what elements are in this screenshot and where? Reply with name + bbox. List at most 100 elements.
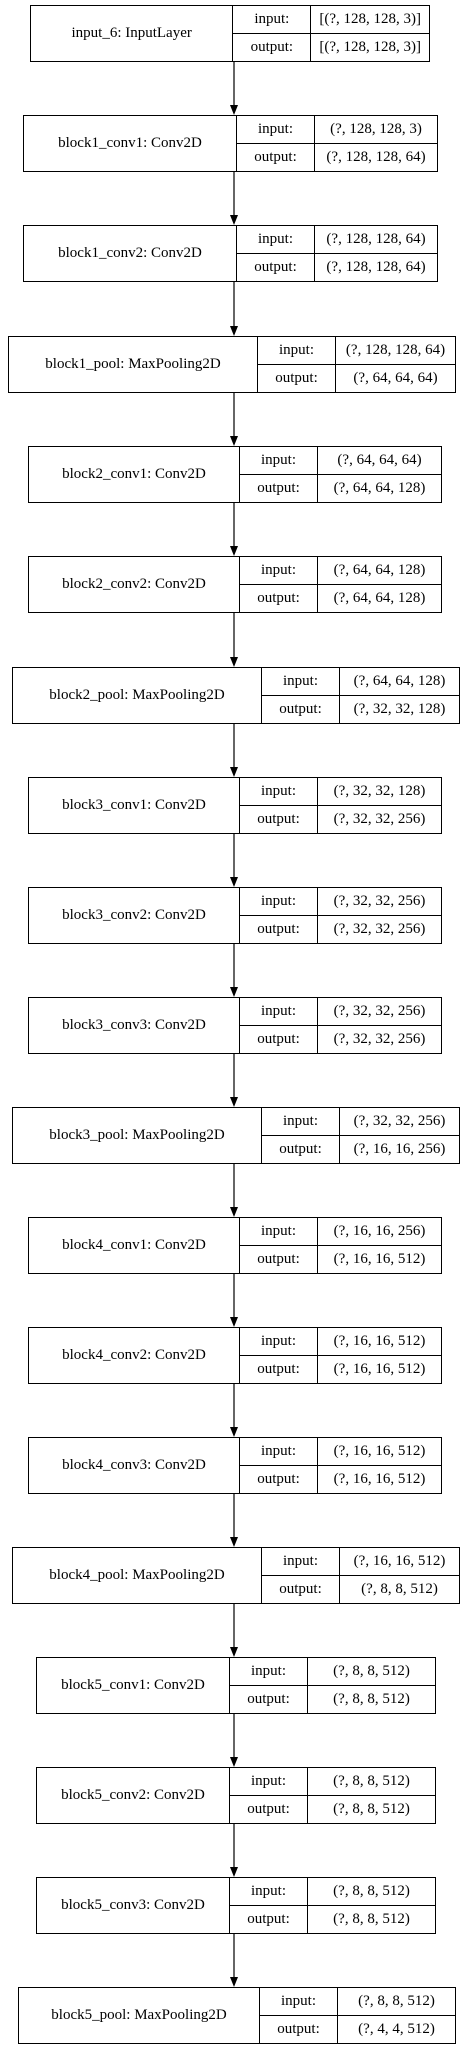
input-shape: (?, 64, 64, 128) [318,557,441,585]
layer-name: block5_conv1: Conv2D [37,1658,230,1713]
output-label: output: [233,33,312,61]
edge-arrowhead [230,1757,238,1767]
input-shape: (?, 128, 128, 64) [315,226,437,254]
output-shape: (?, 8, 8, 512) [333,1800,410,1817]
input-label: input: [240,557,318,585]
layer-name: block5_conv2: Conv2D [37,1768,230,1823]
output-label: output: [240,1245,318,1273]
edge-arrowhead [230,877,238,887]
output-shape: (?, 64, 64, 128) [333,589,426,606]
input-shape: (?, 32, 32, 128) [318,778,441,806]
output-shape: (?, 32, 32, 128) [353,700,446,717]
input-label: input: [233,6,312,34]
layer-name: block4_conv1: Conv2D [29,1218,240,1273]
input-shape: (?, 128, 128, 3) [315,116,437,144]
layer-name: block3_conv1: Conv2D [29,778,240,833]
edge-arrowhead [230,1207,238,1217]
input-shape: (?, 32, 32, 256) [318,998,441,1026]
layer-name: block3_pool: MaxPooling2D [13,1108,262,1163]
output-shape: (?, 16, 16, 512) [333,1360,426,1377]
output-shape: (?, 8, 8, 512) [333,1910,410,1927]
layer-name: block2_conv1: Conv2D [29,447,240,502]
input-label: input: [262,668,340,696]
input-shape: (?, 8, 8, 512) [308,1768,435,1796]
edge-arrowhead [230,657,238,667]
input-label: input: [240,1218,318,1246]
layer-name: block1_conv2: Conv2D [24,226,237,281]
input-label: input: [240,778,318,806]
edge-arrowhead [230,546,238,556]
input-shape: (?, 128, 128, 64) [336,337,455,365]
output-shape: (?, 32, 32, 256) [333,810,426,827]
input-label: input: [240,1328,318,1356]
input-label: input: [262,1108,340,1136]
edge-arrowhead [230,1867,238,1877]
output-shape: (?, 16, 16, 256) [353,1140,446,1157]
output-shape: [(?, 128, 128, 3)] [319,38,421,55]
input-shape: (?, 32, 32, 256) [340,1108,459,1136]
output-label: output: [240,805,318,833]
layer-name: block2_pool: MaxPooling2D [13,668,262,723]
output-shape: (?, 128, 128, 64) [326,258,426,275]
layer-name: block4_conv2: Conv2D [29,1328,240,1383]
input-shape: (?, 16, 16, 512) [318,1438,441,1466]
edge-arrowhead [230,436,238,446]
output-shape: (?, 32, 32, 256) [333,920,426,937]
input-shape: [(?, 128, 128, 3)] [311,6,429,34]
output-label: output: [258,364,336,392]
output-label: output: [262,1135,340,1163]
input-shape: (?, 64, 64, 128) [340,668,459,696]
edge-arrowhead [230,105,238,115]
output-shape: (?, 32, 32, 256) [333,1030,426,1047]
input-label: input: [258,337,336,365]
edge-arrowhead [230,1647,238,1657]
output-label: output: [237,253,315,281]
input-shape: (?, 16, 16, 512) [318,1328,441,1356]
edge-arrowhead [230,1977,238,1987]
layer-name: block5_pool: MaxPooling2D [19,1988,260,2043]
layer-name: block1_pool: MaxPooling2D [9,337,258,392]
output-label: output: [262,695,340,723]
input-shape: (?, 16, 16, 256) [318,1218,441,1246]
layer-name: block3_conv2: Conv2D [29,888,240,943]
output-shape: (?, 16, 16, 512) [333,1250,426,1267]
output-label: output: [260,2015,338,2043]
layer-name: input_6: InputLayer [31,6,234,61]
output-label: output: [240,915,318,943]
input-label: input: [262,1548,340,1576]
input-label: input: [230,1768,308,1796]
input-shape: (?, 64, 64, 64) [318,447,441,475]
output-label: output: [240,584,318,612]
layer-name: block1_conv1: Conv2D [24,116,237,171]
edge-arrowhead [230,1317,238,1327]
edge-arrowhead [230,987,238,997]
input-label: input: [240,998,318,1026]
input-shape: (?, 8, 8, 512) [308,1658,435,1686]
input-label: input: [240,447,318,475]
output-shape: (?, 8, 8, 512) [333,1690,410,1707]
output-label: output: [262,1575,340,1603]
edge-arrowhead [230,1097,238,1107]
output-label: output: [240,1025,318,1053]
edge-arrowhead [230,1427,238,1437]
output-label: output: [230,1685,308,1713]
input-shape: (?, 8, 8, 512) [308,1878,435,1906]
layer-name: block2_conv2: Conv2D [29,557,240,612]
output-shape: (?, 8, 8, 512) [361,1580,438,1597]
